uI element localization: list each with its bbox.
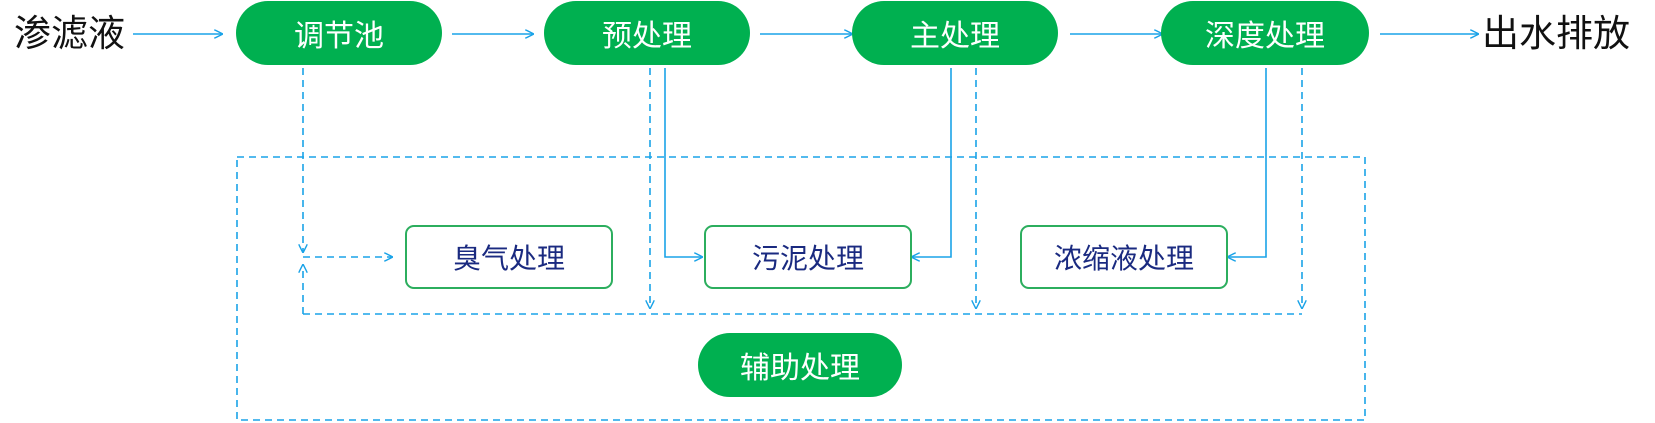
step-zhuchuli[interactable]: 主处理 [852,1,1058,65]
aux-wuni[interactable]: 污泥处理 [704,225,912,289]
aux-chouqi[interactable]: 臭气处理 [405,225,613,289]
aux-group-frame [236,156,1366,421]
aux-dashed-arrows [236,68,1366,421]
aux-group-label[interactable]: 辅助处理 [698,333,902,397]
step-yuchuli[interactable]: 预处理 [544,1,750,65]
input-label: 渗滤液 [14,12,125,55]
aux-nongsuoye[interactable]: 浓缩液处理 [1020,225,1228,289]
step-tiaojiechi[interactable]: 调节池 [236,1,442,65]
arrow-shendu-to-nongsuoye [1228,68,1267,257]
aux-solid-arrows [664,68,1267,257]
step-shenduchuli[interactable]: 深度处理 [1161,1,1369,65]
arrow-yuchuli-to-wuni [664,68,702,257]
output-label: 出水排放 [1482,12,1630,55]
arrow-zhuchuli-to-wuni [912,68,952,257]
